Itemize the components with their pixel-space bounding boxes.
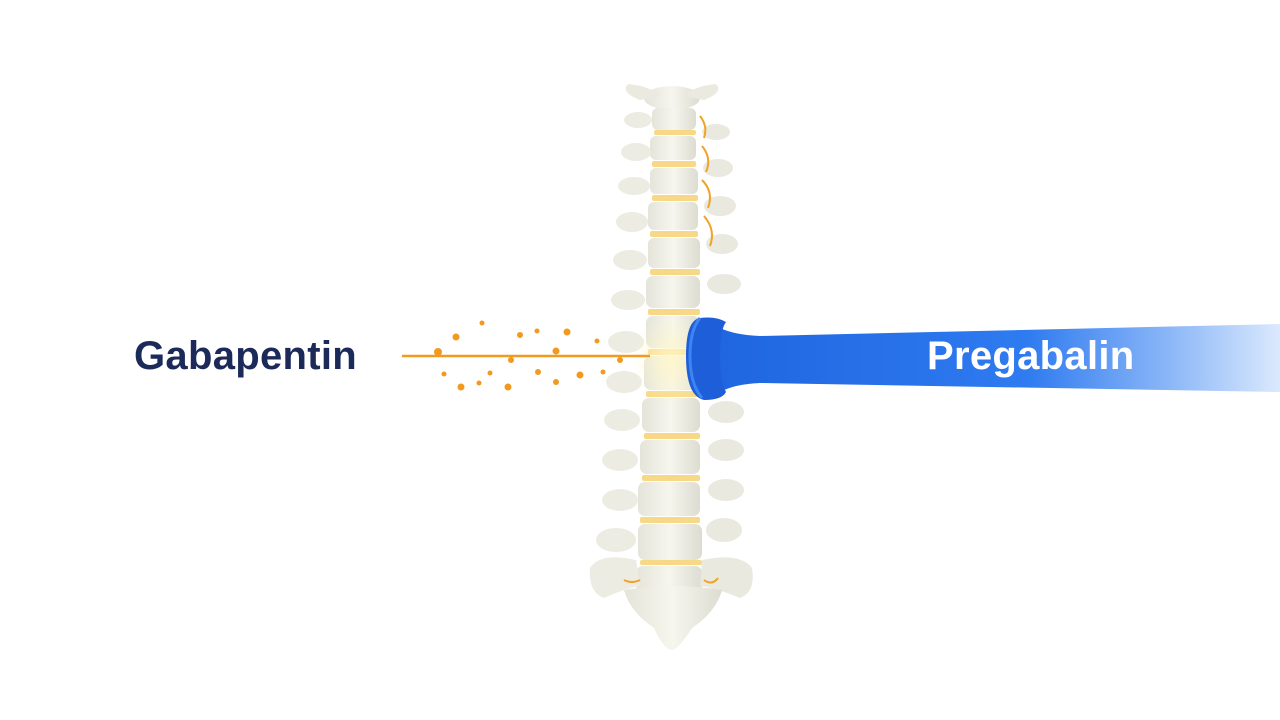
pregabalin-bar	[686, 317, 1280, 400]
vertebral-column	[589, 84, 753, 650]
pregabalin-label: Pregabalin	[927, 334, 1135, 378]
gabapentin-particles	[402, 320, 650, 391]
gabapentin-label: Gabapentin	[134, 334, 358, 378]
